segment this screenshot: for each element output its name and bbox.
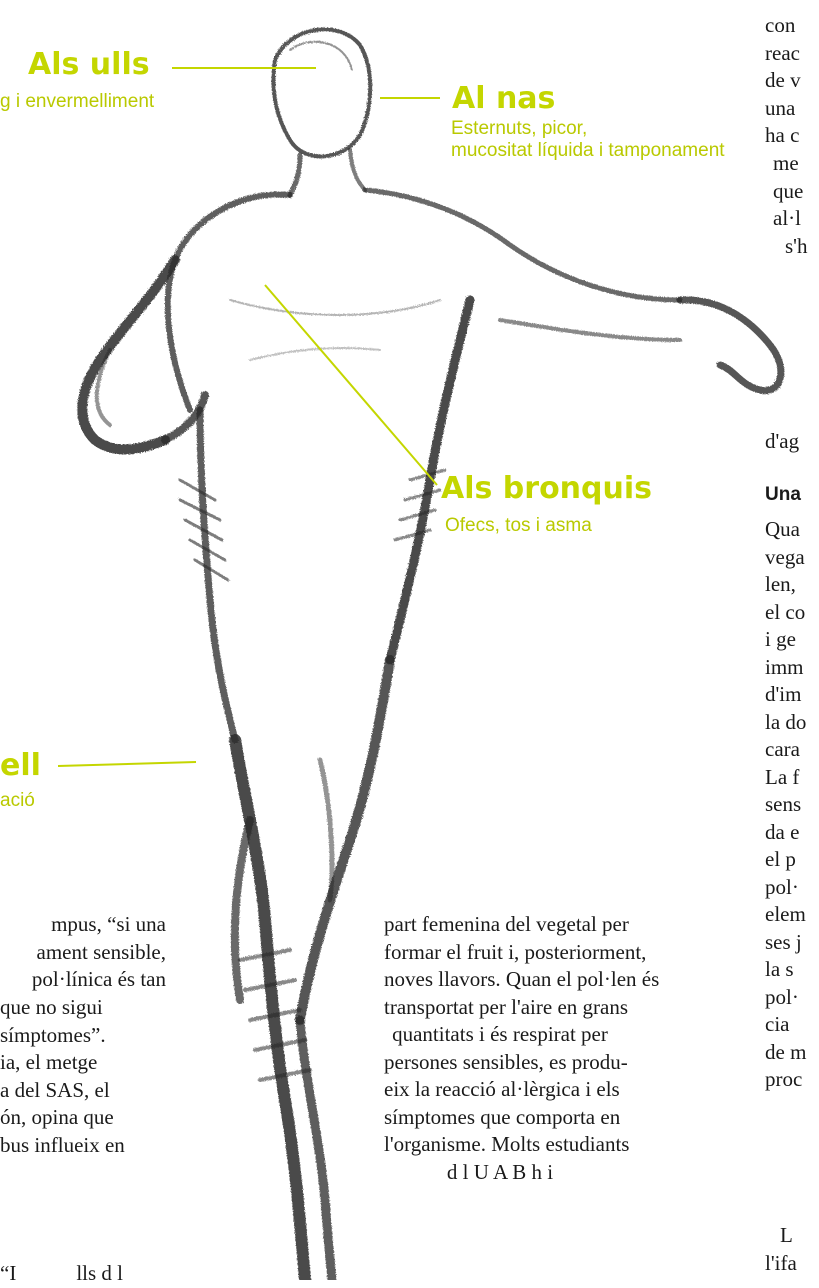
bottom-left-column-cut: “I lls d l: [0, 1260, 219, 1288]
bottom-middle-column: part femenina del vegetal per formar el …: [384, 911, 616, 1186]
text-line: bus influeix en: [0, 1132, 125, 1160]
right-column-line: s'h: [785, 233, 807, 261]
text-line: al·l: [773, 205, 803, 233]
text-line: mpus, “si una: [32, 911, 166, 939]
text-line: La f: [765, 764, 806, 792]
text-line: L: [780, 1222, 793, 1250]
text-line: i ge: [765, 626, 806, 654]
text-line: de v: [765, 67, 801, 95]
text-line: con: [765, 12, 801, 40]
text-line: el p: [765, 846, 806, 874]
right-column-top-indented: me que al·l: [773, 150, 803, 233]
text-line: cia: [765, 1011, 806, 1039]
right-column-body: Qua vega len, el co i ge imm d'im la do …: [765, 516, 806, 1094]
text-line: símptomes que comporta en: [384, 1104, 616, 1132]
text-line: d l U A B h i: [384, 1159, 616, 1187]
text-line: una: [765, 95, 801, 123]
text-line: elem: [765, 901, 806, 929]
text-line: eix la reacció al·lèrgica i els: [384, 1076, 616, 1104]
text-line: símptomes”.: [0, 1022, 125, 1050]
text-line: la do: [765, 709, 806, 737]
text-line: cara: [765, 736, 806, 764]
callout-nose-line-1: Esternuts, picor,: [451, 118, 587, 140]
text-line: d'im: [765, 681, 806, 709]
text-line: la s: [765, 956, 806, 984]
callout-bronchi-title: Als bronquis: [441, 474, 652, 504]
right-column-top: con reac de v una ha c: [765, 12, 801, 150]
right-column-para-start: L: [780, 1222, 793, 1250]
right-column-last: l'ifa: [765, 1250, 797, 1278]
callout-bronchi-text: Ofecs, tos i asma: [445, 515, 592, 537]
callout-nose-line-2: mucositat líquida i tamponament: [451, 140, 725, 162]
section-heading: Una: [765, 484, 801, 506]
text-line: pol·línica és tan: [32, 966, 166, 994]
text-line: me: [773, 150, 803, 178]
text-line: persones sensibles, es produ-: [384, 1049, 616, 1077]
text-line: part femenina del vegetal per: [384, 911, 616, 939]
text-line: Qua: [765, 516, 806, 544]
text-line: ses j: [765, 929, 806, 957]
right-column-trailing: d'ag: [765, 428, 799, 456]
text-line: el co: [765, 599, 806, 627]
text-line: imm: [765, 654, 806, 682]
text-line: “I: [0, 1261, 16, 1285]
text-line: a del SAS, el: [0, 1077, 125, 1105]
text-line: sens: [765, 791, 806, 819]
callout-nose-title: Al nas: [452, 84, 555, 114]
text-line: lls d l: [76, 1261, 123, 1285]
text-line: que no sigui: [0, 994, 125, 1022]
callout-skin-text: ació: [0, 790, 35, 812]
text-line: que: [773, 178, 803, 206]
bottom-left-column-a: mpus, “si una ament sensible, pol·línica…: [32, 911, 166, 994]
text-line: len,: [765, 571, 806, 599]
text-line: ia, el metge: [0, 1049, 125, 1077]
text-line: proc: [765, 1066, 806, 1094]
text-line: reac: [765, 40, 801, 68]
text-line: noves llavors. Quan el pol·len és: [384, 966, 616, 994]
text-line: ament sensible,: [32, 939, 166, 967]
text-line: formar el fruit i, posteriorment,: [384, 939, 616, 967]
text-line: pol·: [765, 984, 806, 1012]
text-line: pol·: [765, 874, 806, 902]
text-line: quantitats i és respirat per: [384, 1021, 616, 1049]
text-line: l'organisme. Molts estudiants: [384, 1131, 616, 1159]
text-line: transportat per l'aire en grans: [384, 994, 616, 1022]
bottom-left-column-b: que no sigui símptomes”. ia, el metge a …: [0, 994, 125, 1159]
callout-eyes-title: Als ulls: [28, 50, 150, 80]
text-line: vega: [765, 544, 806, 572]
text-line: l'ifa: [765, 1250, 797, 1278]
callout-skin-title: ell: [0, 751, 41, 781]
text-line: ón, opina que: [0, 1104, 125, 1132]
text-line: de m: [765, 1039, 806, 1067]
text-line: ha c: [765, 122, 801, 150]
text-line: da e: [765, 819, 806, 847]
callout-eyes-text: g i envermelliment: [0, 91, 154, 113]
